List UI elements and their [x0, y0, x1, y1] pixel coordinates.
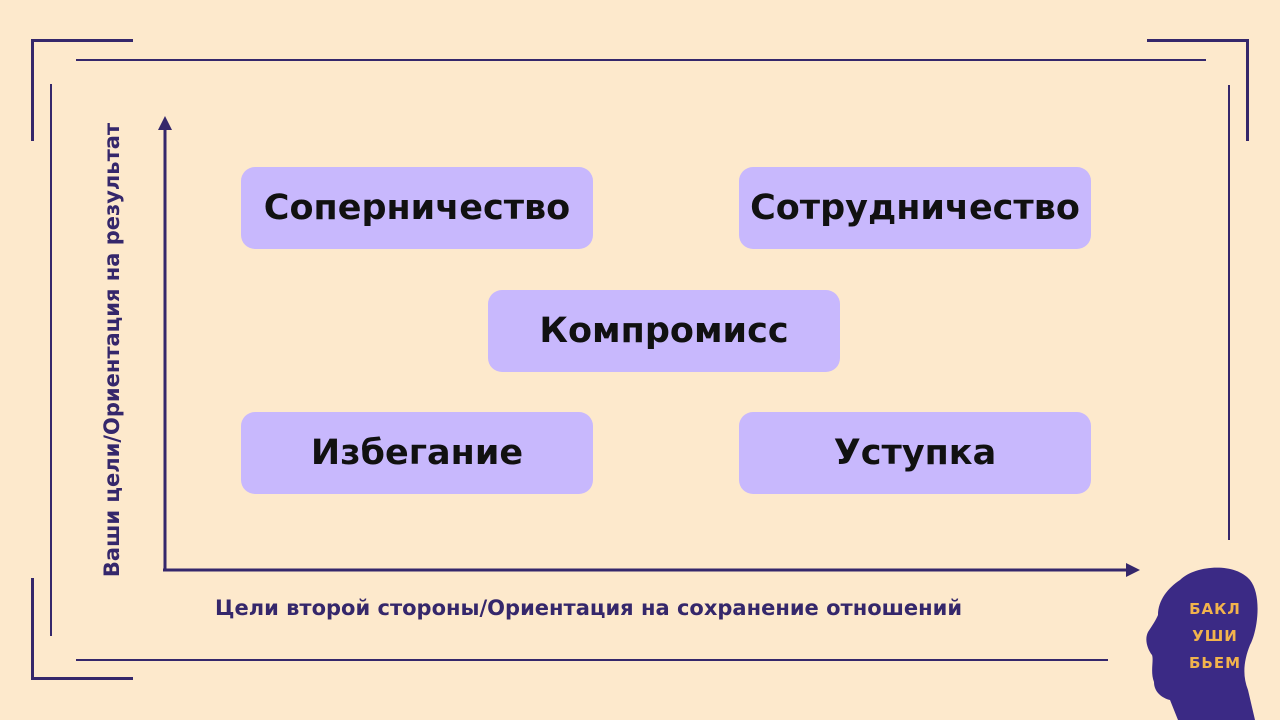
frame-inner-right: [1228, 85, 1230, 540]
strategy-competition: Соперничество: [241, 167, 593, 249]
logo-line-3: БЬЕМ: [1188, 654, 1242, 672]
strategy-accommodation: Уступка: [739, 412, 1091, 494]
y-axis-label: Ваши цели/Ориентация на результат: [100, 122, 124, 578]
logo: БАКЛ УШИ БЬЕМ: [1140, 560, 1270, 720]
strategy-avoidance: Избегание: [241, 412, 593, 494]
head-silhouette-icon: [1146, 567, 1258, 720]
logo-line-1: БАКЛ: [1189, 600, 1241, 618]
y-axis-arrow-icon: [158, 116, 172, 130]
logo-line-2: УШИ: [1192, 627, 1238, 645]
frame-inner-bottom: [76, 659, 1108, 661]
frame-corner-tr-h: [1147, 39, 1249, 42]
strategy-compromise: Компромисс: [488, 290, 840, 372]
frame-corner-tl-v: [31, 39, 34, 141]
frame-inner-left: [50, 84, 52, 636]
frame-inner-top: [76, 59, 1206, 61]
x-axis-label: Цели второй стороны/Ориентация на сохран…: [215, 596, 963, 620]
frame-corner-bl-h: [32, 677, 133, 680]
x-axis-arrow-icon: [1126, 563, 1140, 577]
frame-corner-tr-v: [1246, 39, 1249, 141]
frame-corner-tl-h: [32, 39, 133, 42]
frame-corner-bl-v: [31, 578, 34, 680]
strategy-collaboration: Сотрудничество: [739, 167, 1091, 249]
